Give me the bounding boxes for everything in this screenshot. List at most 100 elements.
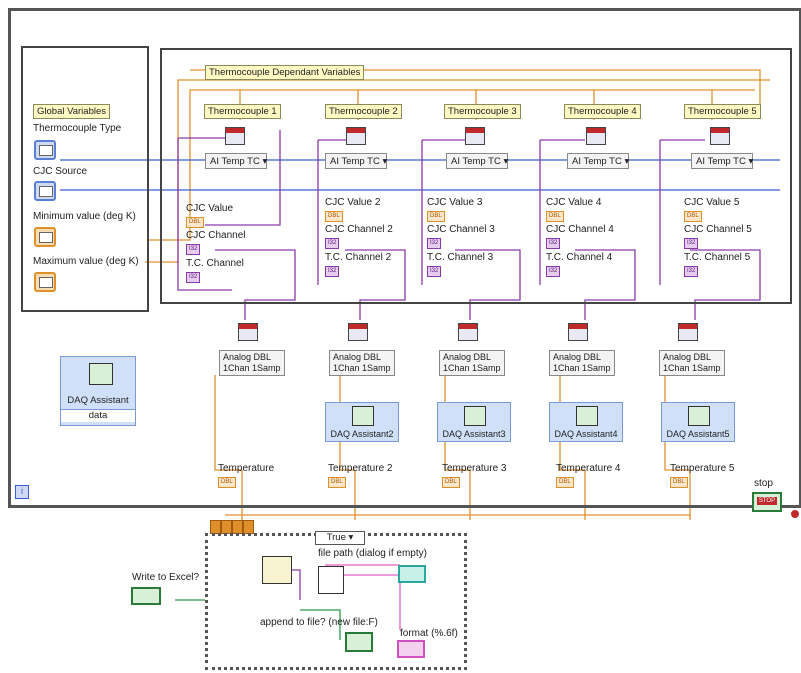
cjc-channel-label: CJC Channel bbox=[186, 230, 246, 241]
daq-assistant-5[interactable]: DAQ Assistant5 bbox=[661, 402, 735, 442]
case-selector[interactable]: True ▾ bbox=[315, 531, 365, 545]
maximum-value-label: Maximum value (deg K) bbox=[33, 256, 139, 267]
ai-temp-tc-selector[interactable]: AI Temp TC ▾ bbox=[325, 153, 387, 169]
build-array-icon[interactable] bbox=[262, 556, 292, 584]
tc-channel-terminal[interactable]: I32 bbox=[546, 266, 561, 277]
daqmx-create-channel-icon[interactable] bbox=[586, 127, 606, 145]
write-to-excel-control[interactable] bbox=[131, 587, 161, 605]
daq-assistant-icon bbox=[688, 406, 710, 426]
daqmx-read-icon[interactable] bbox=[238, 323, 258, 341]
dependant-variables-frame bbox=[160, 48, 792, 304]
daq-assistant-3[interactable]: DAQ Assistant3 bbox=[437, 402, 511, 442]
cjc-channel-label: CJC Channel 5 bbox=[684, 224, 752, 235]
file-path-label: file path (dialog if empty) bbox=[318, 548, 427, 559]
stop-button-text: STOP bbox=[757, 497, 777, 505]
tc-channel-terminal[interactable]: I32 bbox=[186, 272, 201, 283]
cjc-channel-terminal[interactable]: I32 bbox=[684, 238, 699, 249]
write-to-excel-label: Write to Excel? bbox=[132, 572, 200, 583]
daq-assistant-4[interactable]: DAQ Assistant4 bbox=[549, 402, 623, 442]
thermocouple-type-control[interactable] bbox=[34, 140, 56, 160]
ai-temp-tc-selector[interactable]: AI Temp TC ▾ bbox=[567, 153, 629, 169]
temperature-5-indicator[interactable]: DBL bbox=[670, 477, 688, 488]
cjc-value-label: CJC Value 2 bbox=[325, 197, 381, 208]
daqmx-read-icon[interactable] bbox=[458, 323, 478, 341]
temperature-indicator[interactable]: DBL bbox=[218, 477, 236, 488]
daq-assistant-icon bbox=[576, 406, 598, 426]
daqmx-create-channel-icon[interactable] bbox=[225, 127, 245, 145]
cjc-source-control[interactable] bbox=[34, 181, 56, 201]
thermocouple-5-label: Thermocouple 5 bbox=[684, 104, 761, 119]
stop-button[interactable]: STOP bbox=[752, 492, 782, 512]
cjc-source-label: CJC Source bbox=[33, 166, 87, 177]
cjc-channel-label: CJC Channel 3 bbox=[427, 224, 495, 235]
temperature-2-label: Temperature 2 bbox=[328, 463, 393, 474]
cjc-value-terminal[interactable]: DBL bbox=[427, 211, 445, 222]
thermocouple-2-label: Thermocouple 2 bbox=[325, 104, 402, 119]
cjc-channel-terminal[interactable]: I32 bbox=[427, 238, 442, 249]
tc-channel-label: T.C. Channel 4 bbox=[546, 252, 613, 263]
stop-condition-icon bbox=[791, 510, 799, 518]
cjc-channel-terminal[interactable]: I32 bbox=[325, 238, 340, 249]
cjc-value-terminal[interactable]: DBL bbox=[546, 211, 564, 222]
loop-iteration-terminal: i bbox=[15, 485, 29, 499]
ai-temp-tc-selector[interactable]: AI Temp TC ▾ bbox=[446, 153, 508, 169]
daqmx-create-channel-icon[interactable] bbox=[465, 127, 485, 145]
minimum-value-control[interactable] bbox=[34, 227, 56, 247]
daqmx-read-icon[interactable] bbox=[348, 323, 368, 341]
daqmx-create-channel-icon[interactable] bbox=[346, 127, 366, 145]
minimum-value-label: Minimum value (deg K) bbox=[33, 211, 136, 222]
global-variables-title: Global Variables bbox=[33, 104, 111, 119]
cjc-value-terminal[interactable]: DBL bbox=[325, 211, 343, 222]
global-variables-frame bbox=[21, 46, 149, 312]
format-control[interactable] bbox=[397, 640, 425, 658]
dependant-variables-title: Thermocouple Dependant Variables bbox=[205, 65, 365, 80]
thermocouple-3-label: Thermocouple 3 bbox=[444, 104, 521, 119]
cjc-value-terminal[interactable]: DBL bbox=[684, 211, 702, 222]
temperature-4-label: Temperature 4 bbox=[556, 463, 621, 474]
temperature-4-indicator[interactable]: DBL bbox=[556, 477, 574, 488]
tc-channel-label: T.C. Channel 2 bbox=[325, 252, 392, 263]
cjc-value-terminal[interactable]: DBL bbox=[186, 217, 204, 228]
daqmx-read-icon[interactable] bbox=[678, 323, 698, 341]
tc-channel-label: T.C. Channel 3 bbox=[427, 252, 494, 263]
cjc-channel-terminal[interactable]: I32 bbox=[546, 238, 561, 249]
daqmx-create-channel-icon[interactable] bbox=[710, 127, 730, 145]
daq-assistant-icon bbox=[464, 406, 486, 426]
ai-temp-tc-selector[interactable]: AI Temp TC ▾ bbox=[205, 153, 267, 169]
append-to-file-control[interactable] bbox=[345, 632, 373, 652]
append-to-file-label: append to file? (new file:F) bbox=[260, 617, 378, 628]
temperature-3-label: Temperature 3 bbox=[442, 463, 507, 474]
tc-channel-label: T.C. Channel 5 bbox=[684, 252, 751, 263]
temperature-label: Temperature bbox=[218, 463, 275, 474]
thermocouple-4-label: Thermocouple 4 bbox=[564, 104, 641, 119]
cjc-channel-terminal[interactable]: I32 bbox=[186, 244, 201, 255]
stop-label: stop bbox=[754, 478, 773, 489]
while-loop-frame bbox=[8, 8, 801, 508]
thermocouple-1-label: Thermocouple 1 bbox=[204, 104, 281, 119]
daq-assistant-data-output[interactable]: data bbox=[61, 409, 135, 422]
format-label: format (%.6f) bbox=[400, 628, 458, 639]
ai-temp-tc-selector[interactable]: AI Temp TC ▾ bbox=[691, 153, 753, 169]
daq-assistant-main[interactable]: DAQ Assistant data bbox=[60, 356, 136, 426]
cjc-value-label: CJC Value 5 bbox=[684, 197, 740, 208]
cjc-channel-label: CJC Channel 2 bbox=[325, 224, 393, 235]
temperature-3-indicator[interactable]: DBL bbox=[442, 477, 460, 488]
tc-channel-terminal[interactable]: I32 bbox=[684, 266, 699, 277]
write-spreadsheet-icon[interactable] bbox=[318, 566, 344, 594]
case-selector-value: True bbox=[326, 532, 346, 543]
cjc-value-label: CJC Value bbox=[186, 203, 234, 214]
tc-channel-terminal[interactable]: I32 bbox=[427, 266, 442, 277]
tc-channel-terminal[interactable]: I32 bbox=[325, 266, 340, 277]
thermocouple-type-label: Thermocouple Type bbox=[33, 123, 122, 134]
temperature-2-indicator[interactable]: DBL bbox=[328, 477, 346, 488]
maximum-value-control[interactable] bbox=[34, 272, 56, 292]
file-path-control[interactable] bbox=[398, 565, 426, 583]
daq-assistant-2[interactable]: DAQ Assistant2 bbox=[325, 402, 399, 442]
daq-assistant-title: DAQ Assistant bbox=[67, 395, 129, 406]
daqmx-read-icon[interactable] bbox=[568, 323, 588, 341]
